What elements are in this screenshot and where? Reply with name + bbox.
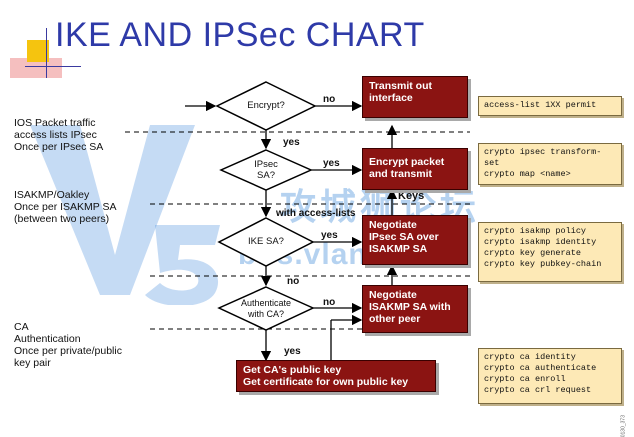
edge-label-with-acl: with access-lists — [276, 208, 356, 219]
edge-label-yes-ike: yes — [321, 230, 338, 241]
action-encrypt-packet: Encrypt packet and transmit — [362, 148, 468, 190]
decision-line: IPsec — [254, 159, 278, 170]
label-line: access lists IPsec — [14, 129, 97, 141]
decision-ipsec-sa: IPsec SA? — [236, 159, 296, 181]
config-line: set — [484, 158, 500, 168]
figure-id: 0130_373 — [620, 415, 626, 437]
action-line: Encrypt packet — [369, 156, 445, 168]
label-line: ISAKMP/Oakley — [14, 189, 90, 201]
config-line: crypto ca enroll — [484, 374, 566, 384]
edge-label-yes-ipsec: yes — [323, 158, 340, 169]
label-line: (between two peers) — [14, 213, 110, 225]
config-line: access-list 1XX permit — [484, 100, 597, 110]
action-line: Get certificate for own public key — [243, 376, 409, 388]
config-line: crypto ca crl request — [484, 385, 592, 395]
action-line: Transmit out — [369, 80, 433, 92]
watermark-logo — [30, 125, 220, 305]
config-line: crypto key generate — [484, 248, 581, 258]
edge-label-no-auth: no — [323, 297, 336, 308]
decision-line: SA? — [257, 170, 275, 181]
edge-label-no-encrypt: no — [323, 94, 336, 105]
edge-label-yes-auth: yes — [284, 346, 301, 357]
action-get-ca: Get CA's public key Get certificate for … — [236, 360, 436, 392]
title-decoration-pink — [10, 58, 62, 78]
decision-ike-sa: IKE SA? — [248, 236, 284, 247]
action-line: other peer — [369, 313, 421, 325]
page-title: IKE AND IPSec CHART — [55, 16, 425, 54]
decision-encrypt: Encrypt? — [247, 100, 285, 111]
flow-connectors — [125, 81, 470, 362]
action-line: ISAKMP SA with — [369, 301, 451, 313]
dashed-separators — [125, 131, 470, 330]
action-line: Get CA's public key — [243, 364, 342, 376]
label-line: key pair — [14, 357, 51, 369]
title-decoration-yellow — [27, 40, 49, 62]
config-line: crypto isakmp policy — [484, 226, 587, 236]
decision-line: with CA? — [247, 309, 284, 319]
decision-authenticate: Authenticate with CA? — [228, 298, 304, 320]
label-ca: CA Authentication Once per private/publi… — [14, 321, 122, 369]
config-line: crypto ipsec transform- — [484, 147, 602, 157]
action-negotiate-isakmp: Negotiate ISAKMP SA with other peer — [362, 285, 468, 333]
config-transform: crypto ipsec transform- set crypto map <… — [478, 143, 622, 185]
config-ca: crypto ca identity crypto ca authenticat… — [478, 348, 622, 404]
label-line: Once per private/public — [14, 345, 122, 357]
config-line: crypto key pubkey-chain — [484, 259, 602, 269]
label-isakmp: ISAKMP/Oakley Once per ISAKMP SA (betwee… — [14, 189, 117, 225]
config-isakmp: crypto isakmp policy crypto isakmp ident… — [478, 222, 622, 282]
action-negotiate-ipsec: Negotiate IPsec SA over ISAKMP SA — [362, 215, 468, 265]
label-line: Authentication — [14, 333, 81, 345]
title-decoration-hline — [25, 66, 81, 67]
config-line: crypto ca authenticate — [484, 363, 597, 373]
decision-line: Authenticate — [240, 298, 292, 308]
label-line: Once per ISAKMP SA — [14, 201, 117, 213]
label-ios-traffic: IOS Packet traffic access lists IPsec On… — [14, 117, 103, 153]
action-transmit: Transmit out interface — [362, 76, 468, 118]
label-line: Once per IPsec SA — [14, 141, 104, 153]
action-line: Negotiate — [369, 219, 417, 231]
config-line: crypto isakmp identity — [484, 237, 597, 247]
config-line: crypto map <name> — [484, 169, 571, 179]
config-acl: access-list 1XX permit — [478, 96, 622, 116]
edge-label-keys: Keys — [398, 190, 425, 202]
action-line: ISAKMP SA — [369, 243, 428, 255]
edge-label-no-ike: no — [287, 276, 300, 287]
label-line: IOS Packet traffic — [14, 117, 96, 129]
edge-label-yes-encrypt: yes — [283, 137, 300, 148]
action-line: and transmit — [369, 168, 433, 180]
config-line: crypto ca identity — [484, 352, 576, 362]
action-line: IPsec SA over — [369, 231, 439, 243]
action-line: Negotiate — [369, 289, 417, 301]
action-line: interface — [369, 92, 413, 104]
label-line: CA — [14, 321, 29, 333]
title-decoration-vline — [46, 28, 47, 78]
